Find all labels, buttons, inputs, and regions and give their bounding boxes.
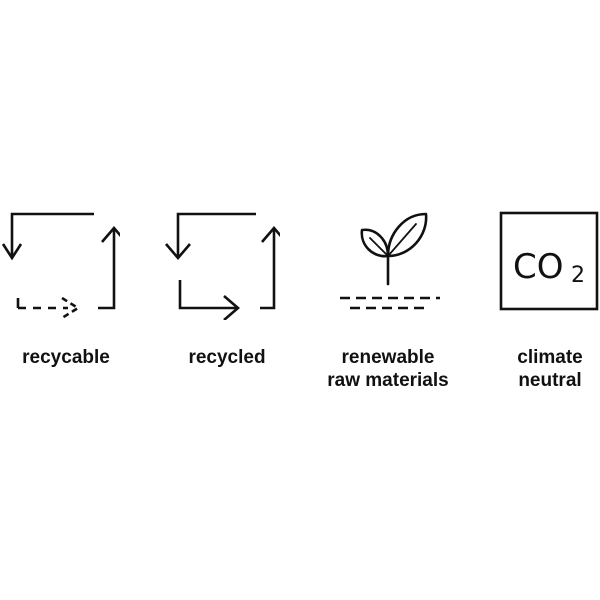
label-recycable: recycable bbox=[0, 346, 146, 369]
co2-subscript-text: 2 bbox=[571, 263, 585, 288]
label-renewable-raw-materials: renewable raw materials bbox=[308, 346, 468, 392]
label-climate-line-1: climate bbox=[517, 347, 583, 368]
label-climate-neutral: climate neutral bbox=[470, 346, 600, 392]
plant-icon bbox=[330, 200, 450, 320]
label-renewable-line-1: renewable bbox=[341, 347, 435, 368]
label-recycable-line-1: recycable bbox=[22, 347, 110, 368]
recycable-icon bbox=[0, 200, 120, 320]
label-renewable-line-2: raw materials bbox=[327, 370, 449, 391]
recycled-icon bbox=[160, 200, 280, 320]
label-recycled-line-1: recycled bbox=[188, 347, 266, 368]
co2-icon: CO 2 bbox=[497, 200, 600, 320]
label-climate-line-2: neutral bbox=[518, 370, 582, 391]
label-recycled: recycled bbox=[147, 346, 307, 369]
co2-main-text: CO bbox=[513, 247, 564, 287]
